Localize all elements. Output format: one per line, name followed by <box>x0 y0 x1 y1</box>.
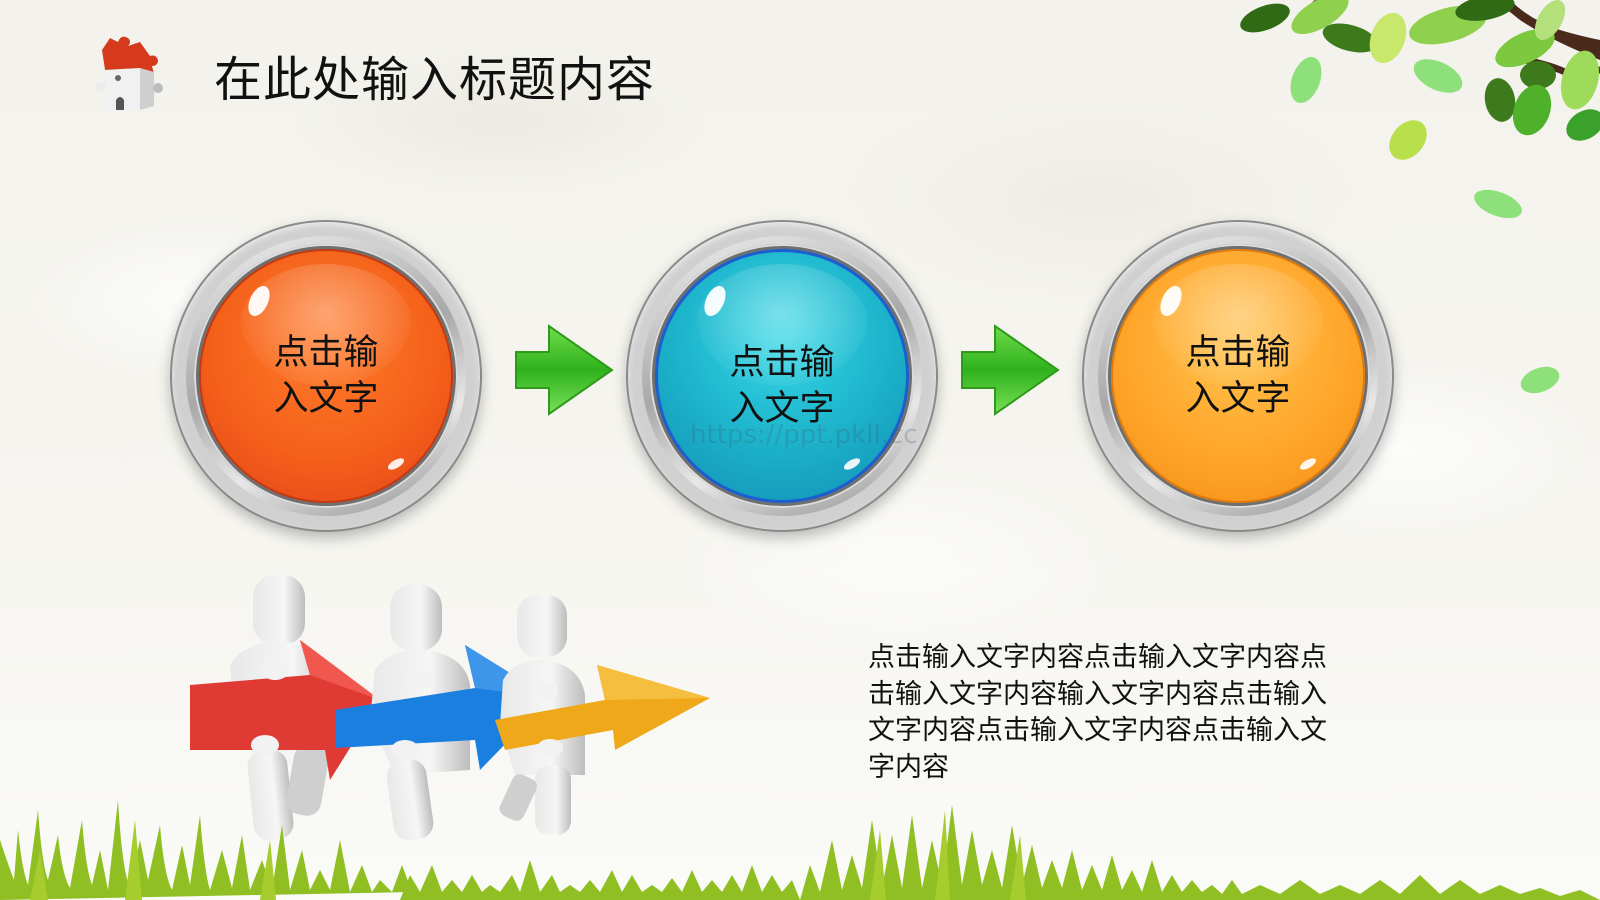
step-button-1[interactable]: 点击输入文字 <box>170 220 482 532</box>
slide-title[interactable]: 在此处输入标题内容 <box>214 52 656 108</box>
green-arrow-right-icon <box>961 324 1060 416</box>
gloss-highlight <box>695 264 869 387</box>
gloss-highlight <box>239 264 413 387</box>
step-core-orange: 点击输入文字 <box>199 249 453 503</box>
watermark-text: https://ppt.pkll.cc <box>690 420 918 450</box>
people-carrying-arrows-illustration <box>190 575 710 841</box>
step-button-3[interactable]: 点击输入文字 <box>1082 220 1394 532</box>
puzzle-house-icon <box>96 36 163 110</box>
spark-highlight <box>386 455 406 472</box>
step-button-2[interactable]: 点击输入文字 <box>626 220 938 532</box>
green-arrow-right-icon <box>515 324 614 416</box>
step-label[interactable]: 点击输入文字 <box>729 343 835 429</box>
step-label[interactable]: 点击输入文字 <box>1185 333 1291 419</box>
tree-branch-leaves-decoration <box>1240 0 1600 394</box>
spark-highlight <box>842 455 862 472</box>
step-core-amber: 点击输入文字 <box>1111 249 1365 503</box>
grass-decoration <box>0 800 1600 900</box>
spark-highlight <box>1298 455 1318 472</box>
step-core-cyan: 点击输入文字 <box>655 249 909 503</box>
step-label[interactable]: 点击输入文字 <box>273 333 379 419</box>
gloss-highlight <box>1151 264 1325 387</box>
body-text[interactable]: 点击输入文字内容点击输入文字内容点击输入文字内容输入文字内容点击输入文字内容点击… <box>868 642 1327 783</box>
